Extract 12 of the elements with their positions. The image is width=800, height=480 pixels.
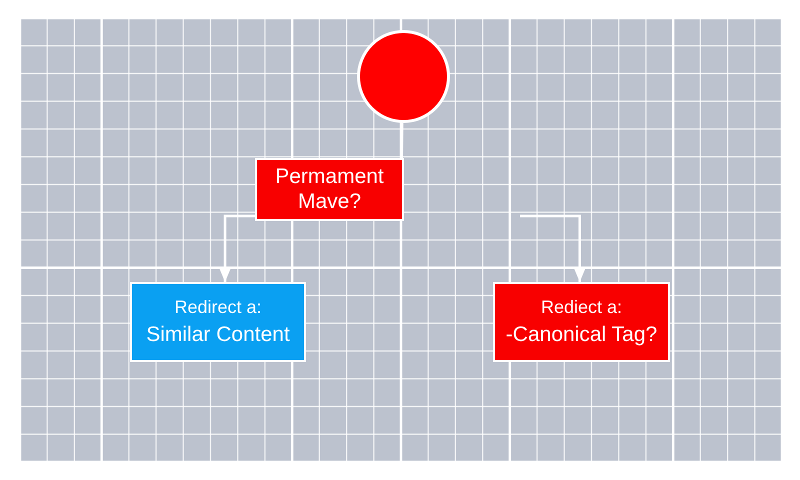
box-label: -Canonical Tag? — [506, 323, 658, 348]
box-label: Similar Content — [146, 323, 290, 348]
box-heading: Redirect a: — [174, 296, 262, 318]
box-heading: Rediect a: — [540, 296, 622, 318]
arrow — [220, 214, 255, 282]
process-box — [493, 282, 670, 362]
arrow — [520, 214, 586, 282]
process-box — [130, 282, 306, 362]
box-label: Permament Mave? — [274, 165, 385, 214]
start-circle — [357, 30, 450, 123]
decision-box — [255, 158, 404, 221]
connector-line — [400, 122, 404, 158]
